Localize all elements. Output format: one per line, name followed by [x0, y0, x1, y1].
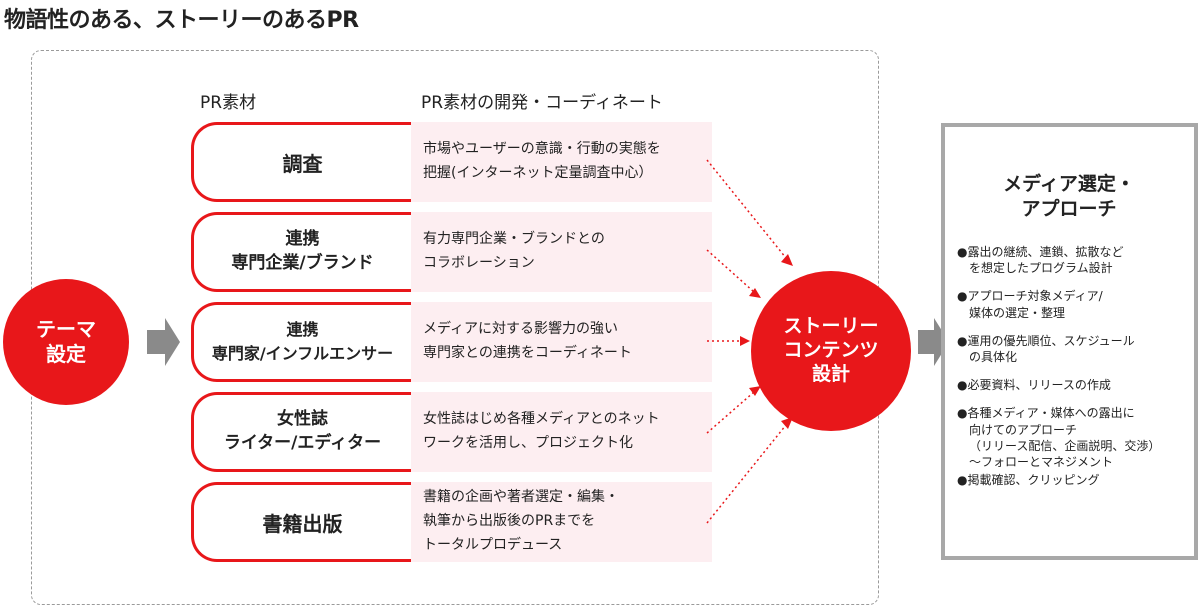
development-header: PR素材の開発・コーディネート — [421, 93, 663, 113]
arrowhead-2 — [749, 288, 761, 298]
media-item: ●露出の継続、連鎖、拡散など を想定したプログラム設計 — [957, 245, 1124, 276]
media-item: ●各種メディア・媒体への露出に 向けてのアプローチ （リリース配信、企画説明、交… — [957, 406, 1161, 469]
material-brand-collab-label: 連携 専門企業/ブランド — [231, 229, 374, 273]
material-book-publishing-label: 書籍出版 — [262, 511, 343, 536]
material-womens-magazine-label: 女性誌 ライター/エディター — [223, 409, 382, 453]
desc-research: 市場やユーザーの意識・行動の実態を 把握(インターネット定量調査中心） — [411, 122, 712, 202]
theme-setting-circle: テーマ 設定 — [3, 279, 129, 405]
page-title: 物語性のある、ストーリーのあるPR — [4, 8, 359, 33]
desc-book-publishing: 書籍の企画や著者選定・編集・ 執筆から出版後のPRまでを トータルプロデュース — [411, 482, 712, 562]
media-approach-list: ●露出の継続、連鎖、拡散など を想定したプログラム設計 ●アプローチ対象メディア… — [957, 244, 1193, 500]
story-content-circle: ストーリー コンテンツ 設計 — [751, 271, 911, 431]
theme-to-materials-arrow — [147, 318, 180, 366]
arrowhead-1 — [781, 254, 793, 266]
desc-expert-collab: メディアに対する影響力の強い 専門家との連携をコーディネート — [411, 302, 712, 382]
media-item: ●掲載確認、クリッピング — [957, 473, 1100, 488]
material-expert-collab: 連携 専門家/インフルエンサー — [191, 302, 411, 382]
material-womens-magazine: 女性誌 ライター/エディター — [191, 392, 411, 472]
media-item: ●アプローチ対象メディア/ 媒体の選定・整理 — [957, 289, 1103, 320]
media-approach-box — [941, 123, 1198, 560]
material-brand-collab: 連携 専門企業/ブランド — [191, 212, 411, 292]
media-item: ●運用の優先順位、スケジュール の具体化 — [957, 333, 1135, 364]
arrowhead-3 — [740, 336, 750, 346]
material-book-publishing: 書籍出版 — [191, 482, 411, 562]
material-expert-collab-label: 連携 専門家/インフルエンサー — [211, 320, 394, 363]
desc-womens-magazine: 女性誌はじめ各種メディアとのネット ワークを活用し、プロジェクト化 — [411, 392, 712, 472]
media-item: ●必要資料、リリースの作成 — [957, 378, 1111, 393]
material-research-label: 調査 — [282, 151, 323, 176]
arrowhead-4 — [749, 386, 761, 396]
desc-brand-collab: 有力専門企業・ブランドとの コラボレーション — [411, 212, 712, 292]
material-research: 調査 — [191, 122, 411, 202]
materials-header: PR素材 — [200, 93, 257, 113]
media-approach-title: メディア選定・ アプローチ — [1003, 173, 1135, 220]
